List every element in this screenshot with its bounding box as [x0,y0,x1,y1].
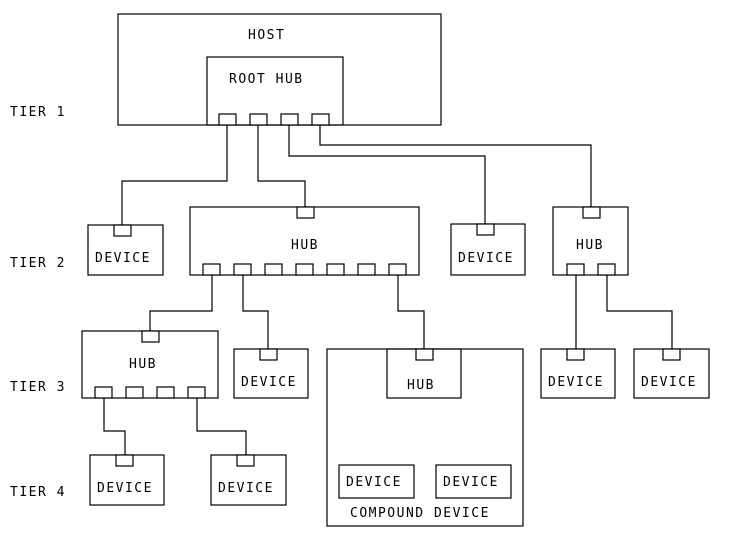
root-hub-port-3 [280,113,299,126]
tier2-hub-center-port-1 [202,263,221,276]
compound-hub-label: HUB [407,378,435,393]
link-hub-center-to-compound-hub [397,275,425,349]
link-hub-center-to-device-mid [242,275,269,349]
root-hub-port-1 [218,113,237,126]
tier-4-label: TIER 4 [10,485,66,500]
link-hub-left-to-device-1 [103,398,126,455]
compound-device-1-label: DEVICE [346,475,402,490]
root-hub-box [206,56,344,126]
tier2-hub-center-port-6 [357,263,376,276]
compound-device-label: COMPOUND DEVICE [350,506,490,521]
link-hub-right-to-device-r2 [606,275,673,349]
tier4-device-2-port [236,454,255,467]
tier2-hub-right-upstream-port [582,206,601,219]
link-root-to-hub-center [257,125,306,207]
tier-1-label: TIER 1 [10,105,66,120]
link-root-to-device-left [121,125,228,225]
tier-2-label: TIER 2 [10,256,66,271]
tier4-device-1-label: DEVICE [97,481,153,496]
tier-3-label: TIER 3 [10,380,66,395]
root-hub-port-4 [311,113,330,126]
tier2-hub-center-upstream-port [296,206,315,219]
tier3-device-mid-port [259,348,278,361]
tier4-device-1-port [115,454,134,467]
root-hub-port-2 [249,113,268,126]
link-hub-left-to-device-2 [196,398,247,455]
compound-device-2 [435,464,512,499]
tier2-device-left-port [113,224,132,237]
tier3-hub-left-port-2 [125,386,144,399]
tier2-hub-center-port-7 [388,263,407,276]
tier3-device-r1-port [566,348,585,361]
link-hub-center-to-hub-left [149,275,213,331]
tier2-hub-right-label: HUB [576,238,604,253]
tier3-device-r2-label: DEVICE [641,375,697,390]
tier3-hub-left-port-3 [156,386,175,399]
tier2-hub-right-port-1 [566,263,585,276]
tier3-device-mid-label: DEVICE [241,375,297,390]
tier2-device-right-label: DEVICE [458,251,514,266]
tier2-hub-center-port-2 [233,263,252,276]
compound-hub-port [415,348,434,361]
tier3-hub-left-port-4 [187,386,206,399]
tier2-hub-center-label: HUB [291,238,319,253]
compound-device-2-label: DEVICE [443,475,499,490]
tier4-device-2-label: DEVICE [218,481,274,496]
tier3-hub-left-port-1 [94,386,113,399]
compound-device-box [326,348,524,527]
tier3-hub-left-upstream-port [141,330,160,343]
tier2-hub-center-port-5 [326,263,345,276]
root-hub-label: ROOT HUB [229,72,304,87]
tier2-hub-center-port-3 [264,263,283,276]
compound-device-1 [338,464,415,499]
tier2-device-right-port [476,223,495,236]
tier3-hub-left-label: HUB [129,357,157,372]
link-root-to-device-right [288,125,486,224]
tier2-device-left-label: DEVICE [95,251,151,266]
tier2-hub-center-port-4 [295,263,314,276]
tier3-device-r2-port [662,348,681,361]
link-root-to-hub-right [319,125,592,207]
tier2-hub-right-port-2 [597,263,616,276]
tier3-device-r1-label: DEVICE [548,375,604,390]
host-label: HOST [248,28,285,43]
